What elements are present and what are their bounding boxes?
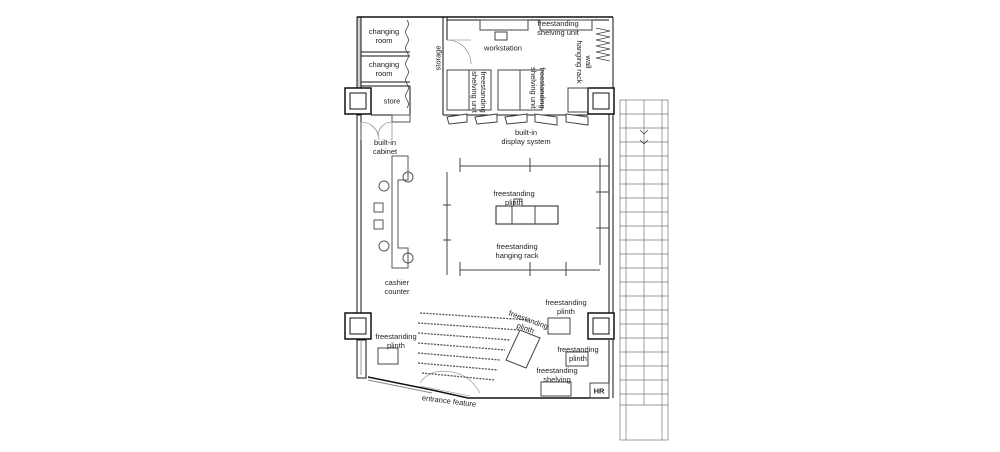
changing-rooms (360, 19, 411, 141)
label-freestanding-plinth-right-2: freestanding plinth (557, 345, 599, 363)
entrance-display-rails (417, 312, 531, 381)
central-display-frame (443, 158, 609, 276)
label-built-in-display-system: built-in display system (501, 128, 551, 146)
exterior-walls (356, 16, 614, 399)
staircase (619, 99, 669, 441)
plinths (377, 317, 610, 399)
label-freestanding-shelving-bottom: freestanding shelving (536, 366, 578, 384)
label-changing-room-2: changing room (368, 60, 400, 78)
label-changing-room-1: changing room (368, 27, 400, 45)
label-freestanding-shelving-unit-2: freestanding shelving unit (529, 67, 547, 109)
label-cashier-counter: cashier counter (384, 278, 410, 296)
label-freestanding-plinth-right-1: freestanding plinth (545, 298, 587, 316)
label-hr: HR (593, 386, 605, 396)
label-wall-hanging-rack: wall hanging rack (575, 40, 593, 84)
label-freestanding-plinth-center: freestanding plinth (493, 189, 535, 207)
label-store: store (383, 96, 401, 106)
label-built-in-cabinet: built-in cabinet (372, 138, 398, 156)
label-freestanding-shelving-unit-top: freestanding shelving unit (537, 19, 579, 37)
structural-columns (344, 87, 615, 340)
label-freestanding-hanging-rack: freestanding hanging rack (495, 242, 539, 260)
label-storage: storage (433, 45, 443, 71)
back-of-house (442, 17, 611, 126)
cashier-counter-outline (373, 155, 414, 269)
label-freestanding-shelving-unit-1: freestanding shelving unit (470, 71, 488, 113)
label-workstation: workstation (484, 43, 522, 53)
label-freestanding-plinth-left: freestanding plinth (375, 332, 417, 350)
